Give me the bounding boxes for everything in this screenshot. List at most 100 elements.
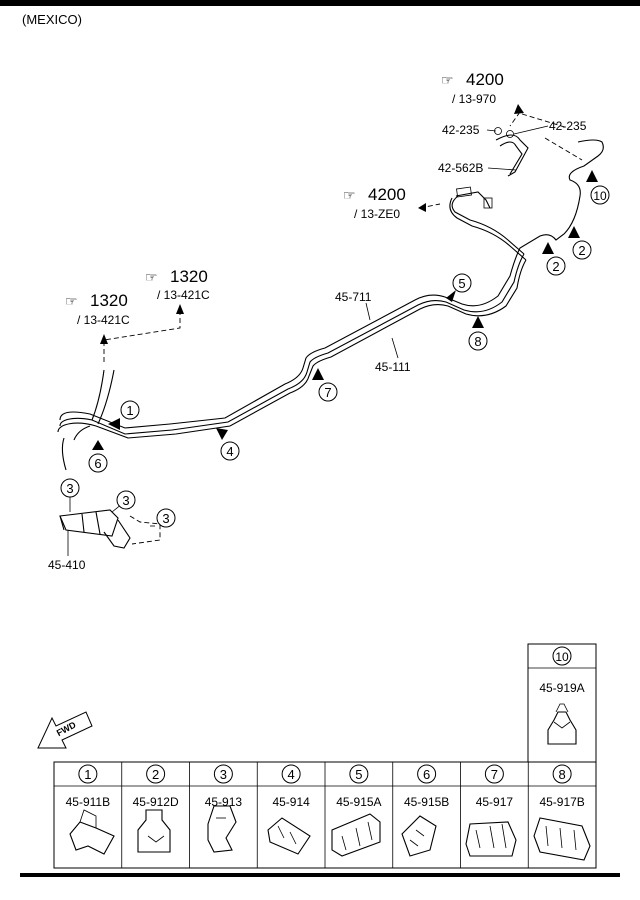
table-part-number: 45-915B	[404, 795, 449, 809]
bottom-border	[20, 873, 620, 877]
callout-7: 7	[312, 368, 338, 402]
svg-text:7: 7	[324, 385, 331, 400]
svg-text:6: 6	[94, 456, 101, 471]
svg-text:4: 4	[226, 444, 233, 459]
label-42-562b: 42-562B	[438, 161, 483, 175]
svg-text:3: 3	[162, 511, 169, 526]
callout-6: 6	[88, 440, 108, 473]
callout-3-c: 3	[156, 508, 176, 528]
clip-icon-45-919a	[547, 703, 577, 745]
dash-arrow-13-970	[514, 104, 524, 114]
table-num: 5	[355, 767, 362, 782]
table-num: 6	[423, 767, 430, 782]
table-part-number: 45-917B	[539, 795, 584, 809]
table-cell-3: 3 45-913	[205, 764, 243, 809]
table-num-10: 10	[555, 650, 569, 664]
table-num-circle	[146, 764, 166, 784]
callout-8: 8	[468, 316, 488, 351]
table-cell-7: 7 45-917	[476, 764, 514, 809]
label-42-235-left: 42-235	[442, 123, 480, 137]
table-num: 3	[220, 767, 227, 782]
table-num: 2	[152, 767, 159, 782]
svg-text:10: 10	[593, 189, 607, 203]
dash-arrow-13-421c-b	[176, 304, 184, 314]
table-part-number: 45-915A	[336, 795, 381, 809]
callout-3-b: 3	[116, 490, 136, 510]
label-45-410: 45-410	[48, 558, 86, 572]
table-num-circle	[281, 764, 301, 784]
hand-pointer-icon: ☞	[65, 293, 78, 309]
label-45-711: 45-711	[335, 290, 372, 304]
table-cell-5: 5 45-915A	[336, 764, 382, 809]
ref-1320-a: ☞ 1320 / 13-421C	[145, 267, 210, 302]
pipe-connector-13-ze0	[455, 186, 493, 209]
table-num-circle	[349, 764, 369, 784]
svg-text:2: 2	[552, 259, 559, 274]
top-border	[0, 0, 640, 6]
fwd-arrow-icon: FWD	[37, 711, 93, 749]
svg-text:5: 5	[458, 276, 465, 291]
clip-icons	[69, 805, 591, 861]
svg-text:3: 3	[66, 481, 73, 496]
table-part-number: 45-912D	[133, 795, 179, 809]
table-num: 4	[288, 767, 295, 782]
callout-10: 10	[586, 170, 610, 205]
hand-pointer-icon: ☞	[343, 187, 356, 203]
callout-1: 1	[108, 400, 140, 430]
label-45-111: 45-111	[375, 360, 411, 374]
ref-num: 4200	[466, 70, 504, 89]
leader-lines	[69, 125, 549, 527]
table-num-circle	[417, 764, 437, 784]
callout-5: 5	[446, 273, 472, 302]
dash-13-421c	[103, 310, 181, 362]
hand-pointer-icon: ☞	[145, 269, 158, 285]
table-cell-4: 4 45-914	[272, 764, 310, 809]
ref-sub: / 13-ZE0	[354, 207, 400, 221]
table-num-circle	[552, 764, 572, 784]
ref-sub: / 13-970	[452, 92, 496, 106]
table-part-number: 45-917	[476, 795, 514, 809]
ref-4200-13-970: ☞ 4200 / 13-970	[441, 70, 504, 106]
ref-num: 1320	[170, 267, 208, 286]
table-num-circle	[484, 764, 504, 784]
table-num: 7	[491, 767, 498, 782]
bracket-45-410	[59, 509, 161, 556]
callout-2-b: 2	[568, 226, 592, 260]
table-num-circle	[213, 764, 233, 784]
dash-arrow-13-ze0	[418, 203, 426, 212]
callout-2-a: 2	[542, 242, 566, 276]
ref-sub: / 13-421C	[77, 313, 130, 327]
label-42-235-right: 42-235	[549, 119, 587, 133]
ref-num: 1320	[90, 291, 128, 310]
main-brake-pipes	[57, 139, 604, 441]
table-num: 1	[84, 767, 91, 782]
hand-pointer-icon: ☞	[441, 72, 454, 88]
table-part-10: 45-919A	[539, 681, 584, 695]
curve-indicator	[61, 437, 67, 471]
svg-text:1: 1	[126, 403, 133, 418]
callout-4: 4	[216, 428, 240, 461]
table-part-number: 45-911B	[66, 795, 110, 809]
ref-num: 4200	[368, 185, 406, 204]
clip-table: 10 45-919A 1 45-911B 2 45-912D 3 45-913 4 45-91…	[53, 643, 597, 869]
table-num-circle	[78, 764, 98, 784]
svg-text:8: 8	[474, 334, 481, 349]
table-num-10-circle	[552, 646, 572, 666]
table-cell-8: 8 45-917B	[539, 764, 585, 809]
table-cell-6: 6 45-915B	[404, 764, 449, 809]
table-cell-1: 1 45-911B	[66, 764, 110, 809]
table-num: 8	[559, 767, 566, 782]
dash-arrow-13-421c-a	[100, 334, 108, 344]
dash-13-970	[509, 111, 583, 161]
ref-4200-13-ze0: ☞ 4200 / 13-ZE0	[343, 185, 406, 221]
table-cell-2: 2 45-912D	[133, 764, 179, 809]
ref-sub: / 13-421C	[157, 288, 210, 302]
svg-text:3: 3	[122, 493, 129, 508]
ref-1320-b: ☞ 1320 / 13-421C	[65, 291, 130, 327]
table-part-number: 45-913	[205, 795, 243, 809]
table-part-number: 45-914	[272, 795, 310, 809]
callout-3-a: 3	[60, 478, 80, 498]
svg-text:2: 2	[578, 243, 585, 258]
region-label: (MEXICO)	[22, 12, 82, 27]
